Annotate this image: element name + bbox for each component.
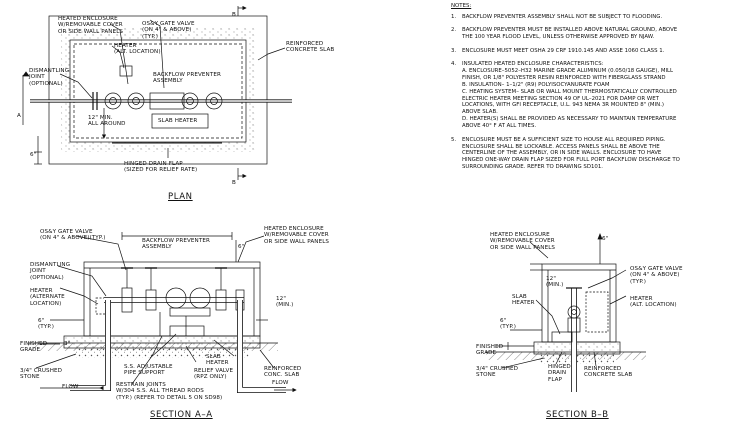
bb-label-reinforced-slab: REINFORCED CONCRETE SLAB bbox=[584, 366, 633, 379]
bb-label-dim-6-typ: 6" (TYP.) bbox=[500, 318, 517, 331]
aa-label-min-12: 12" (MIN.) bbox=[276, 296, 294, 309]
note-text: BACKFLOW PREVENTER ASSEMBLY SHALL NOT BE… bbox=[462, 13, 663, 20]
plan-cut-a: A bbox=[17, 113, 21, 119]
note-text: INSULATED HEATED ENCLOSURE CHARACTERISTI… bbox=[462, 61, 677, 130]
bb-label-dim-6: 6" bbox=[602, 236, 609, 242]
section-bb-title: SECTION B–B bbox=[546, 410, 609, 420]
section-bb-view bbox=[486, 233, 646, 392]
aa-label-dim-6: 6" bbox=[238, 244, 245, 250]
note-number: 5. bbox=[451, 136, 457, 143]
bb-label-finished-grade: FINISHED GRADE bbox=[476, 344, 504, 357]
note-number: 3. bbox=[451, 47, 457, 54]
aa-label-restrain-joints: RESTRAIN JOINTS W/304 S.S. ALL THREAD RO… bbox=[116, 382, 223, 401]
aa-label-pipe-support: S.S. ADJUSTABLE PIPE SUPPORT bbox=[124, 364, 173, 377]
plan-label-gate-valve: OS&Y GATE VALVE (ON 4" & ABOVE) (TYP.) bbox=[142, 21, 195, 40]
bb-enclosure bbox=[541, 263, 617, 343]
note-text: ENCLOSURE MUST MEET OSHA 29 CRF 1910.145… bbox=[462, 47, 665, 54]
note-item: 5. ENCLOSURE MUST BE A SUFFICIENT SIZE T… bbox=[451, 137, 747, 172]
plan-enclosure bbox=[69, 39, 247, 143]
notes-block: NOTES: 1. BACKFLOW PREVENTER ASSEMBLY SH… bbox=[451, 3, 747, 178]
plan-valves bbox=[92, 92, 223, 110]
note-item: 2. BACKFLOW PREVENTER MUST BE INSTALLED … bbox=[451, 27, 747, 41]
aa-label-finished-grade: FINISHED GRADE bbox=[20, 341, 48, 354]
bb-valve bbox=[566, 287, 582, 392]
aa-label-flow-out: FLOW bbox=[272, 380, 289, 386]
plan-label-reinforced-slab: REINFORCED CONCRETE SLAB bbox=[286, 41, 335, 54]
note-item: 3. ENCLOSURE MUST MEET OSHA 29 CRF 1910.… bbox=[451, 48, 747, 55]
aa-label-flow-in: FLOW bbox=[62, 384, 79, 390]
plan-label-heater: HEATER (ALT. LOCATION) bbox=[114, 43, 161, 56]
aa-label-gate-valve: OS&Y GATE VALVE (ON 4" & ABOVE)(TYP.) bbox=[40, 229, 106, 242]
plan-label-slab-heater: SLAB HEATER bbox=[158, 118, 198, 124]
section-aa-title: SECTION A–A bbox=[150, 410, 213, 420]
note-text: BACKFLOW PREVENTER MUST BE INSTALLED ABO… bbox=[462, 27, 678, 41]
note-item: 1. BACKFLOW PREVENTER ASSEMBLY SHALL NOT… bbox=[451, 14, 747, 21]
plan-cut-b-bottom: B bbox=[232, 180, 236, 186]
note-number: 1. bbox=[451, 13, 457, 20]
aa-label-reinforced-slab: REINFORCED CONC. SLAB bbox=[264, 366, 302, 379]
note-number: 2. bbox=[451, 27, 457, 34]
bb-label-min-12: 12" (MIN.) bbox=[546, 276, 564, 289]
aa-label-dim-3: 3" bbox=[64, 341, 71, 347]
plan-concrete-slab bbox=[48, 15, 268, 165]
aa-label-relief-valve: RELIEF VALVE (RPZ ONLY) bbox=[194, 368, 234, 381]
note-text: ENCLOSURE MUST BE A SUFFICIENT SIZE TO H… bbox=[462, 136, 680, 171]
plan-title: PLAN bbox=[168, 192, 193, 202]
notes-header: NOTES: bbox=[451, 3, 472, 9]
aa-label-slab-heater: SLAB HEATER bbox=[206, 354, 229, 367]
bb-label-drain-flap: HINGED DRAIN FLAP bbox=[548, 364, 571, 383]
bb-label-heated-enclosure: HEATED ENCLOSURE W/REMOVABLE COVER OR SI… bbox=[490, 232, 556, 251]
aa-label-dim-6-typ: 6" (TYP.) bbox=[38, 318, 55, 331]
section-aa-view bbox=[28, 232, 297, 393]
aa-label-heater: HEATER (ALTERNATE LOCATION) bbox=[30, 288, 65, 307]
aa-label-heated-enclosure: HEATED ENCLOSURE W/REMOVABLE COVER OR SI… bbox=[264, 226, 330, 245]
bb-label-crushed-stone: 3/4" CRUSHED STONE bbox=[476, 366, 519, 379]
bb-label-heater: HEATER (ALT. LOCATION) bbox=[630, 296, 677, 309]
plan-label-dismantling-joint: DISMANTLING JOINT (OPTIONAL) bbox=[29, 68, 70, 87]
aa-label-crushed-stone: 3/4" CRUSHED STONE bbox=[20, 368, 63, 381]
bb-label-slab-heater: SLAB HEATER bbox=[512, 294, 535, 307]
plan-label-min-clear: 12" MIN. ALL AROUND bbox=[88, 115, 126, 128]
note-item: 4. INSULATED HEATED ENCLOSURE CHARACTERI… bbox=[451, 61, 747, 130]
plan-label-dim-6: 6" bbox=[30, 152, 37, 158]
plan-cut-b-top: B bbox=[232, 12, 236, 18]
aa-slab bbox=[63, 335, 261, 349]
plan-label-backflow-preventer: BACKFLOW PREVENTER ASSEMBLY bbox=[153, 72, 221, 85]
plan-label-heated-enclosure: HEATED ENCLOSURE W/REMOVABLE COVER OR SI… bbox=[58, 16, 124, 35]
bb-label-gate-valve: OS&Y GATE VALVE (ON 4" & ABOVE) (TYP.) bbox=[630, 266, 683, 285]
aa-label-backflow-preventer: BACKFLOW PREVENTER ASSEMBLY bbox=[142, 238, 210, 251]
plan-view bbox=[22, 5, 292, 180]
plan-label-drain-flap: HINGED DRAIN FLAP (SIZED FOR RELIEF RATE… bbox=[124, 161, 198, 174]
note-number: 4. bbox=[451, 61, 457, 68]
aa-valves bbox=[121, 267, 245, 317]
aa-label-dismantling-joint: DISMANTLING JOINT (OPTIONAL) bbox=[30, 262, 71, 281]
plan-slab-heater bbox=[151, 113, 209, 129]
